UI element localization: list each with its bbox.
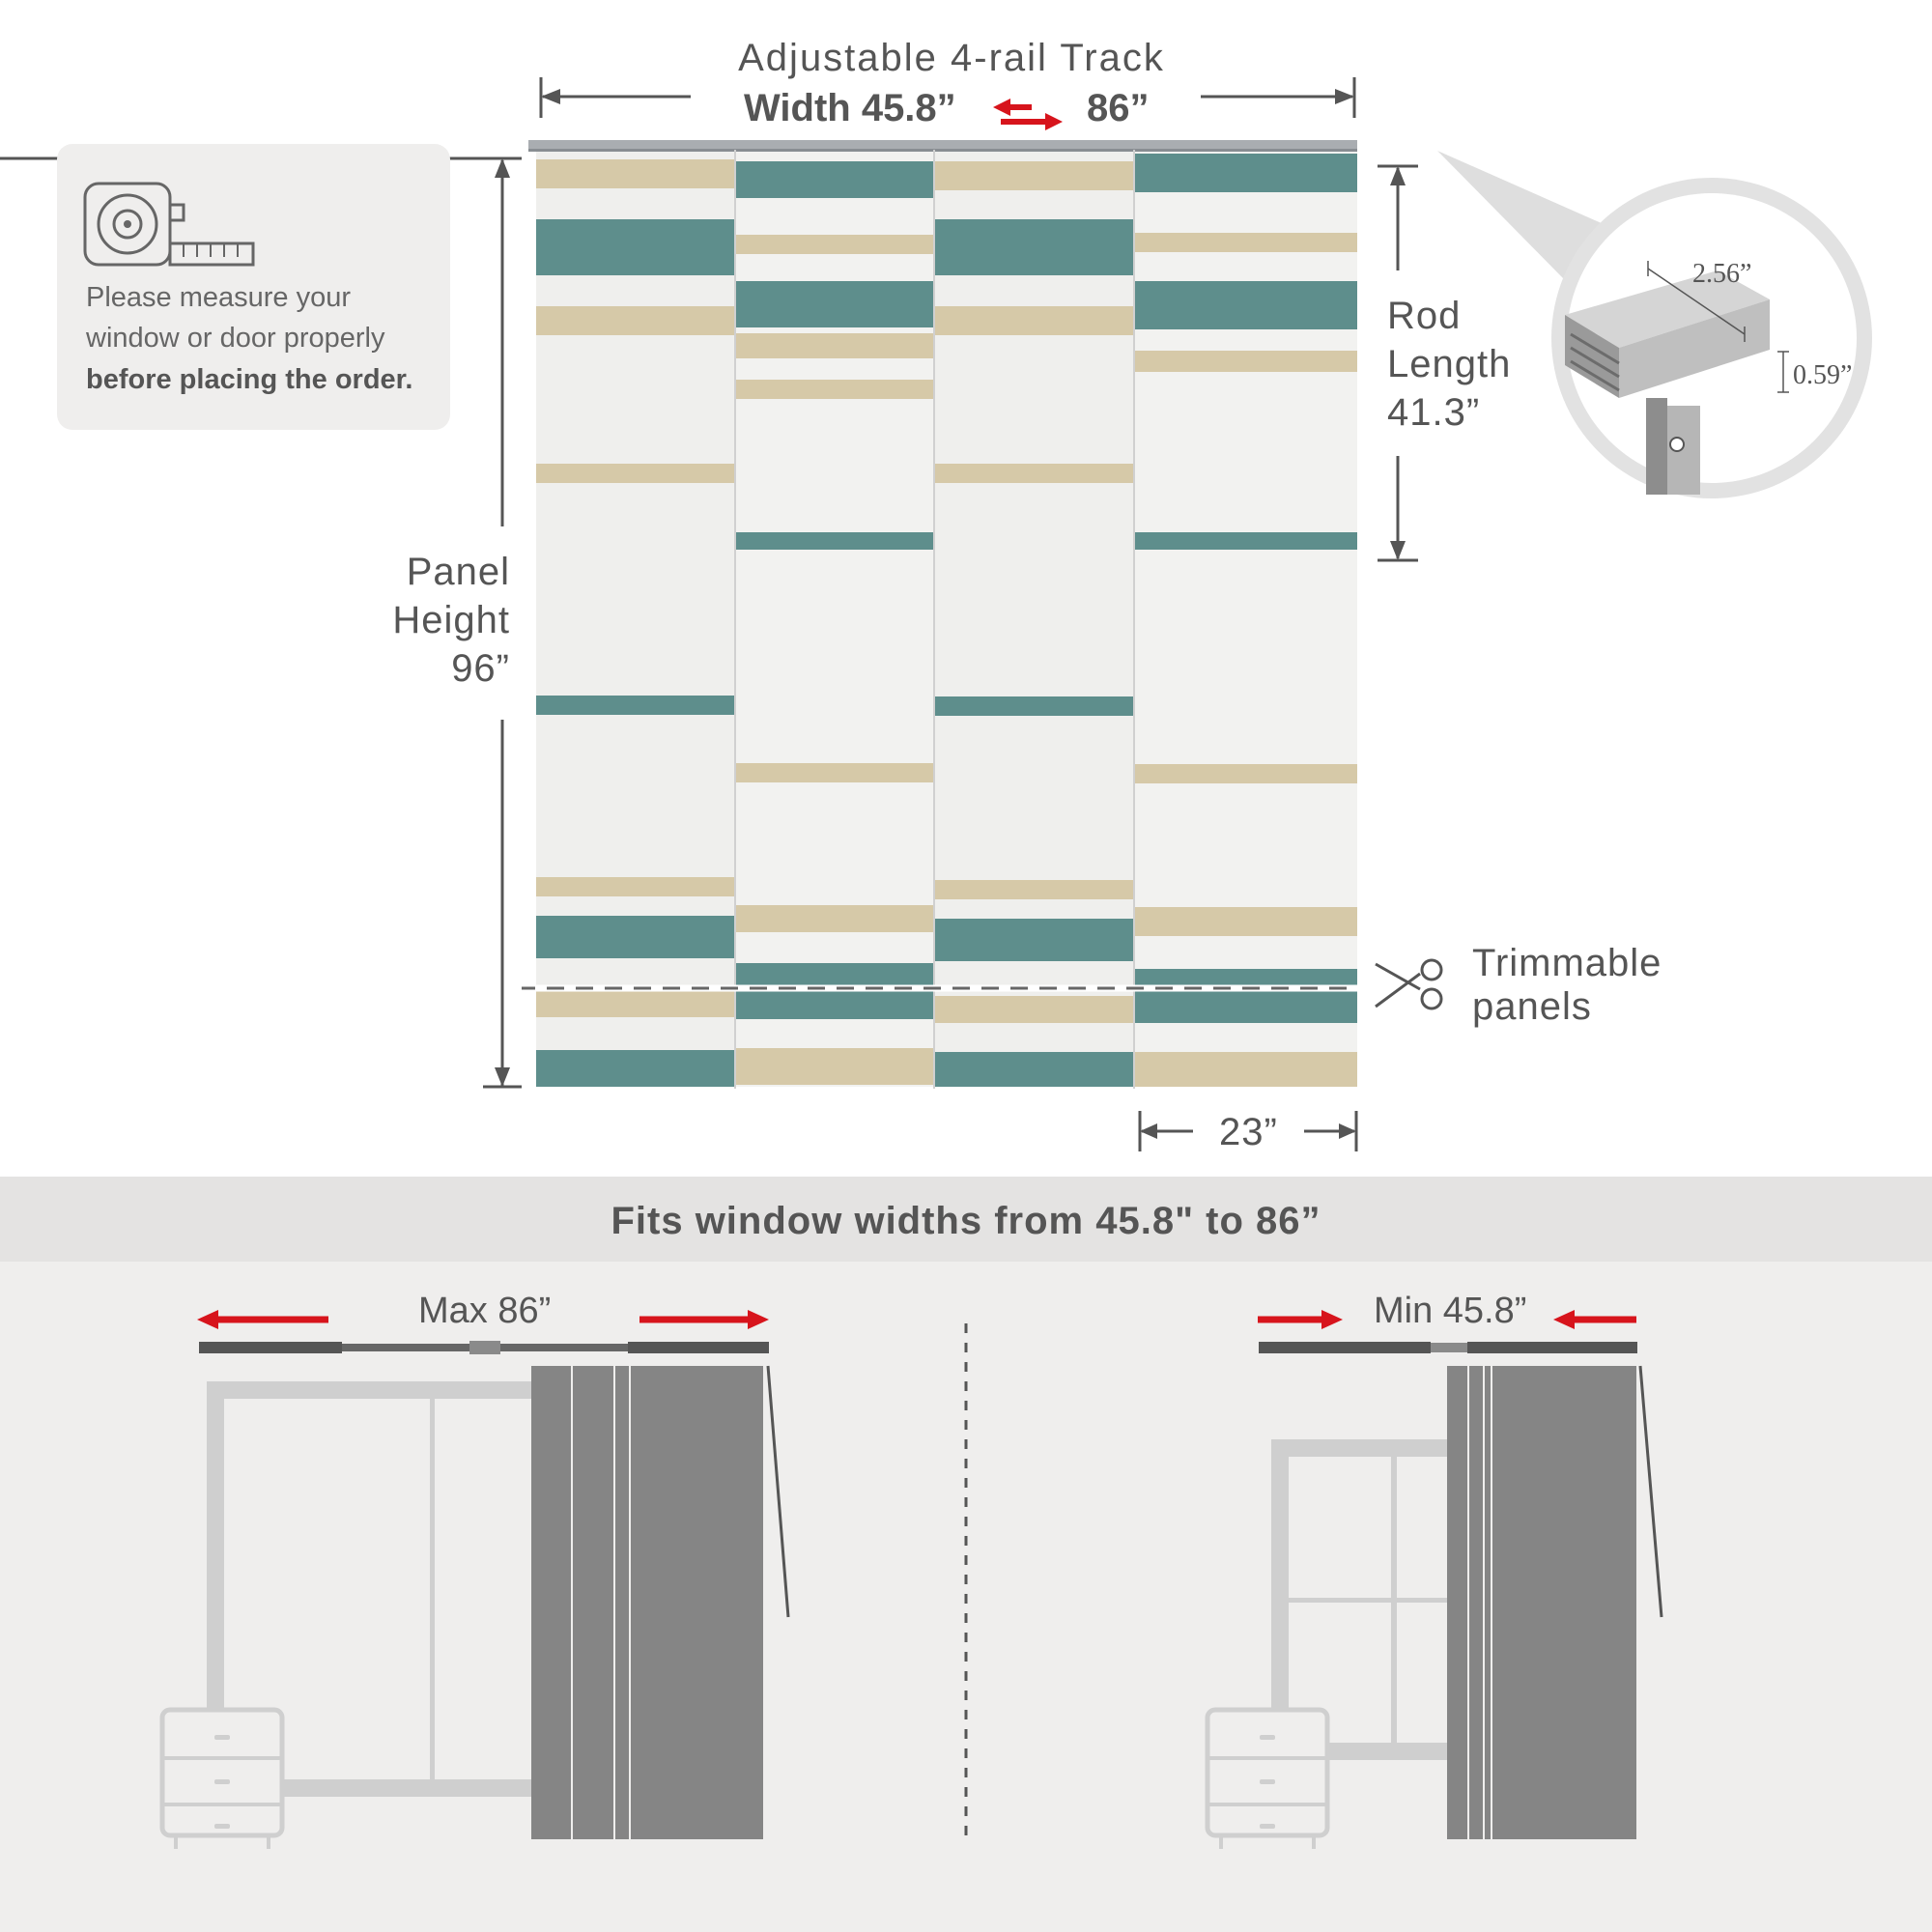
tape-measure-icon xyxy=(83,182,255,267)
measure-info-box xyxy=(57,144,450,430)
top-dimension-lines xyxy=(0,77,1418,1151)
max-scenario xyxy=(159,1310,790,1849)
info-line-3: before placing the order. xyxy=(86,364,413,395)
panel-4 xyxy=(1135,152,1357,1087)
track-height-value: 0.59” xyxy=(1793,360,1852,390)
rod-length-label-2: Length xyxy=(1387,343,1512,385)
trim-label-1: Trimmable xyxy=(1472,942,1662,984)
panel-2 xyxy=(736,152,934,1087)
fits-band xyxy=(0,1177,1932,1262)
width-scenarios-illustration xyxy=(159,1310,1663,1849)
track-profile-icon xyxy=(1565,270,1770,495)
red-swap-arrows-icon xyxy=(993,99,1063,130)
min-scenario xyxy=(1205,1310,1663,1849)
panel-width-value: 23” xyxy=(1219,1111,1278,1153)
info-line-1: Please measure your xyxy=(86,282,352,313)
dresser-icon xyxy=(1205,1707,1330,1849)
panel-3 xyxy=(935,152,1134,1087)
panel-set-illustration xyxy=(522,140,1357,1089)
width-min-label: Width 45.8” xyxy=(744,87,956,129)
scissors-icon xyxy=(1375,958,1443,1010)
info-line-2: window or door properly xyxy=(86,323,385,354)
track-detail-callout: 2.56” 0.59” xyxy=(1437,151,1872,498)
panel-height-label-2: Height xyxy=(392,599,510,641)
panel-height-label-1: Panel xyxy=(406,551,510,593)
trim-label-2: panels xyxy=(1472,985,1592,1028)
track-title: Adjustable 4-rail Track xyxy=(738,37,1165,79)
dresser-icon xyxy=(159,1707,285,1849)
panel-1 xyxy=(536,152,735,1087)
rod-length-label-1: Rod xyxy=(1387,295,1462,337)
panel-height-value: 96” xyxy=(451,647,510,690)
fits-widths-heading: Fits window widths from 45.8" to 86” xyxy=(611,1200,1321,1242)
track-depth-value: 2.56” xyxy=(1692,259,1751,289)
min-width-label: Min 45.8” xyxy=(1374,1291,1527,1331)
rod-length-value: 41.3” xyxy=(1387,391,1481,434)
max-width-label: Max 86” xyxy=(418,1291,552,1331)
width-max-label: 86” xyxy=(1087,87,1150,129)
